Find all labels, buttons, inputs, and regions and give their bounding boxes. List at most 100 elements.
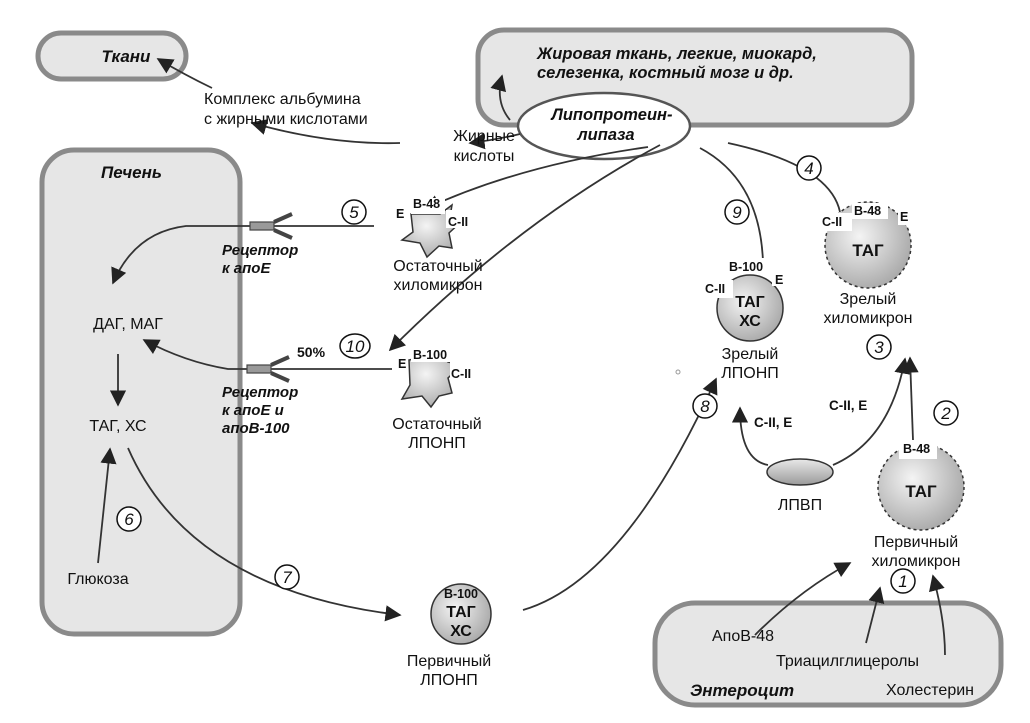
arrow-lpl-to-remnant-vldl bbox=[388, 144, 661, 352]
svg-text:10: 10 bbox=[346, 337, 365, 356]
mature-vldl-cii: C-II bbox=[705, 282, 725, 296]
receptor-e bbox=[249, 212, 293, 240]
cholesterol-label: Холестерин bbox=[886, 682, 974, 699]
stray-dot bbox=[675, 369, 681, 375]
svg-text:2: 2 bbox=[940, 404, 951, 423]
primary-vldl-b100: B-100 bbox=[444, 587, 478, 601]
receptor-e-label-line1: Рецептор bbox=[222, 242, 298, 259]
arrow-apob48 bbox=[754, 562, 852, 636]
mature-chylo-e: E bbox=[900, 210, 908, 224]
remnant-chylomicron: B-48 E C-II bbox=[396, 197, 468, 259]
svg-text:7: 7 bbox=[282, 568, 292, 587]
enterocyte-label: Энтероцит bbox=[690, 681, 794, 700]
svg-text:4: 4 bbox=[804, 159, 813, 178]
arrow-albumin-to-tissues bbox=[156, 58, 213, 89]
arrow-lpl-to-remnant-chylomicron bbox=[423, 146, 649, 211]
arrow-remnant-vldl-to-liver bbox=[142, 339, 392, 370]
receptor-eb-label-line1: Рецептор bbox=[222, 384, 298, 401]
dag-mag-label: ДАГ, МАГ bbox=[93, 316, 163, 333]
svg-text:8: 8 bbox=[700, 397, 710, 416]
lipoprotein-lipase: Липопротеин- липаза bbox=[516, 91, 692, 161]
primary-vldl: B-100 ТАГ ХС bbox=[430, 583, 492, 645]
remnant-vldl-cii: C-II bbox=[451, 367, 471, 381]
step-6: 6 bbox=[116, 506, 142, 532]
arrow-tag-enterocyte bbox=[865, 586, 885, 644]
step-7: 7 bbox=[274, 564, 300, 590]
labels: Комплекс альбумина с жирными кислотами Ж… bbox=[67, 91, 974, 699]
step-8: 8 bbox=[692, 393, 718, 419]
percent-50-label: 50% bbox=[297, 344, 326, 360]
cii-e-label-1: C-II, E bbox=[754, 415, 792, 430]
glucose-label: Глюкоза bbox=[67, 571, 128, 588]
remnant-chylo-cii: C-II bbox=[448, 215, 468, 229]
mature-vldl-hs: ХС bbox=[739, 313, 761, 330]
mature-vldl-b100: B-100 bbox=[729, 260, 763, 274]
cii-e-label-2: C-II, E bbox=[829, 398, 867, 413]
mature-vldl-label-line1: Зрелый bbox=[722, 346, 779, 363]
arrow-fa-to-albumin bbox=[250, 119, 401, 145]
svg-text:1: 1 bbox=[898, 572, 907, 591]
triacylglycerols-label: Триацилглицеролы bbox=[776, 653, 919, 670]
mature-chylomicron: B-48 C-II E ТАГ bbox=[820, 201, 912, 289]
adipose-label-line2: селезенка, костный мозг и др. bbox=[537, 64, 794, 82]
liver-box: Печень bbox=[39, 147, 243, 637]
remnant-vldl-label-line2: ЛПОНП bbox=[408, 435, 466, 452]
primary-chylo-tag: ТАГ bbox=[905, 482, 937, 501]
primary-chylo-b48: B-48 bbox=[903, 442, 930, 456]
step-1: 1 bbox=[890, 568, 916, 594]
receptor-e-label-line2: к апоЕ bbox=[222, 260, 271, 277]
mature-vldl-e: E bbox=[775, 273, 783, 287]
remnant-vldl-e: E bbox=[398, 357, 406, 371]
enterocyte-box: Энтероцит bbox=[652, 600, 1004, 708]
mature-chylomicron-label-line2: хиломикрон bbox=[824, 310, 913, 327]
apob48-label: АпоВ-48 bbox=[712, 628, 774, 645]
arrow-hdl-to-chylomicron bbox=[832, 357, 911, 466]
mature-chylomicron-label-line1: Зрелый bbox=[840, 291, 897, 308]
remnant-chylomicron-label-line1: Остаточный bbox=[393, 258, 482, 275]
step-4: 4 bbox=[796, 155, 822, 181]
primary-vldl-hs: ХС bbox=[450, 623, 472, 640]
step-9: 9 bbox=[724, 199, 750, 225]
remnant-chylo-b48: B-48 bbox=[413, 197, 440, 211]
arrow-primary-to-mature-chylomicron bbox=[902, 356, 919, 441]
remnant-vldl: B-100 E C-II bbox=[398, 346, 472, 409]
line-lpl-to-mature-chylomicron bbox=[727, 142, 841, 213]
mature-vldl-label-line2: ЛПОНП bbox=[721, 365, 779, 382]
arrow-glucose-to-tag bbox=[97, 447, 117, 564]
arrow-lpl-to-adipose bbox=[490, 74, 511, 121]
adipose-label-line1: Жировая ткань, легкие, миокард, bbox=[536, 45, 817, 63]
step-5: 5 bbox=[341, 199, 367, 225]
liver-label: Печень bbox=[101, 163, 162, 182]
svg-text:9: 9 bbox=[732, 203, 742, 222]
receptor-eb-label-line2: к апоЕ и bbox=[222, 402, 284, 419]
lpl-label-line2: липаза bbox=[576, 126, 634, 144]
receptor-eb-label-line3: апоВ-100 bbox=[222, 420, 290, 437]
arrow-remnant-chylo-to-liver bbox=[111, 225, 374, 285]
svg-text:5: 5 bbox=[349, 203, 359, 222]
arrow-primary-vldl-to-mature bbox=[522, 377, 718, 611]
hdl-label: ЛПВП bbox=[778, 497, 822, 514]
remnant-chylo-e: E bbox=[396, 207, 404, 221]
arrow-cholesterol bbox=[929, 574, 946, 656]
albumin-label-line2: с жирными кислотами bbox=[204, 111, 368, 128]
remnant-chylomicron-label-line2: хиломикрон bbox=[394, 277, 483, 294]
arrow-lpl-to-fatty-acids bbox=[468, 133, 521, 150]
primary-chylomicron-label-line2: хиломикрон bbox=[872, 553, 961, 570]
lpl-label-line1: Липопротеин- bbox=[551, 106, 673, 124]
mature-chylo-b48: B-48 bbox=[854, 204, 881, 218]
mature-vldl-tag: ТАГ bbox=[735, 294, 764, 311]
tag-hs-label: ТАГ, ХС bbox=[89, 418, 146, 435]
arrow-hdl-to-vldl bbox=[731, 406, 769, 466]
mature-chylo-cii: C-II bbox=[822, 215, 842, 229]
mature-chylo-tag: ТАГ bbox=[852, 241, 884, 260]
remnant-vldl-label-line1: Остаточный bbox=[392, 416, 481, 433]
mature-vldl: B-100 C-II E ТАГ ХС bbox=[703, 258, 788, 342]
step-10: 10 bbox=[339, 333, 371, 359]
line-lpl-to-mature-vldl bbox=[699, 147, 764, 263]
fatty-acids-label-line1: Жирные bbox=[453, 128, 515, 145]
tissues-label: Ткани bbox=[102, 47, 152, 66]
hdl-particle bbox=[766, 458, 834, 486]
fatty-acids-label-line2: кислоты bbox=[454, 148, 515, 165]
albumin-label-line1: Комплекс альбумина bbox=[204, 91, 361, 108]
